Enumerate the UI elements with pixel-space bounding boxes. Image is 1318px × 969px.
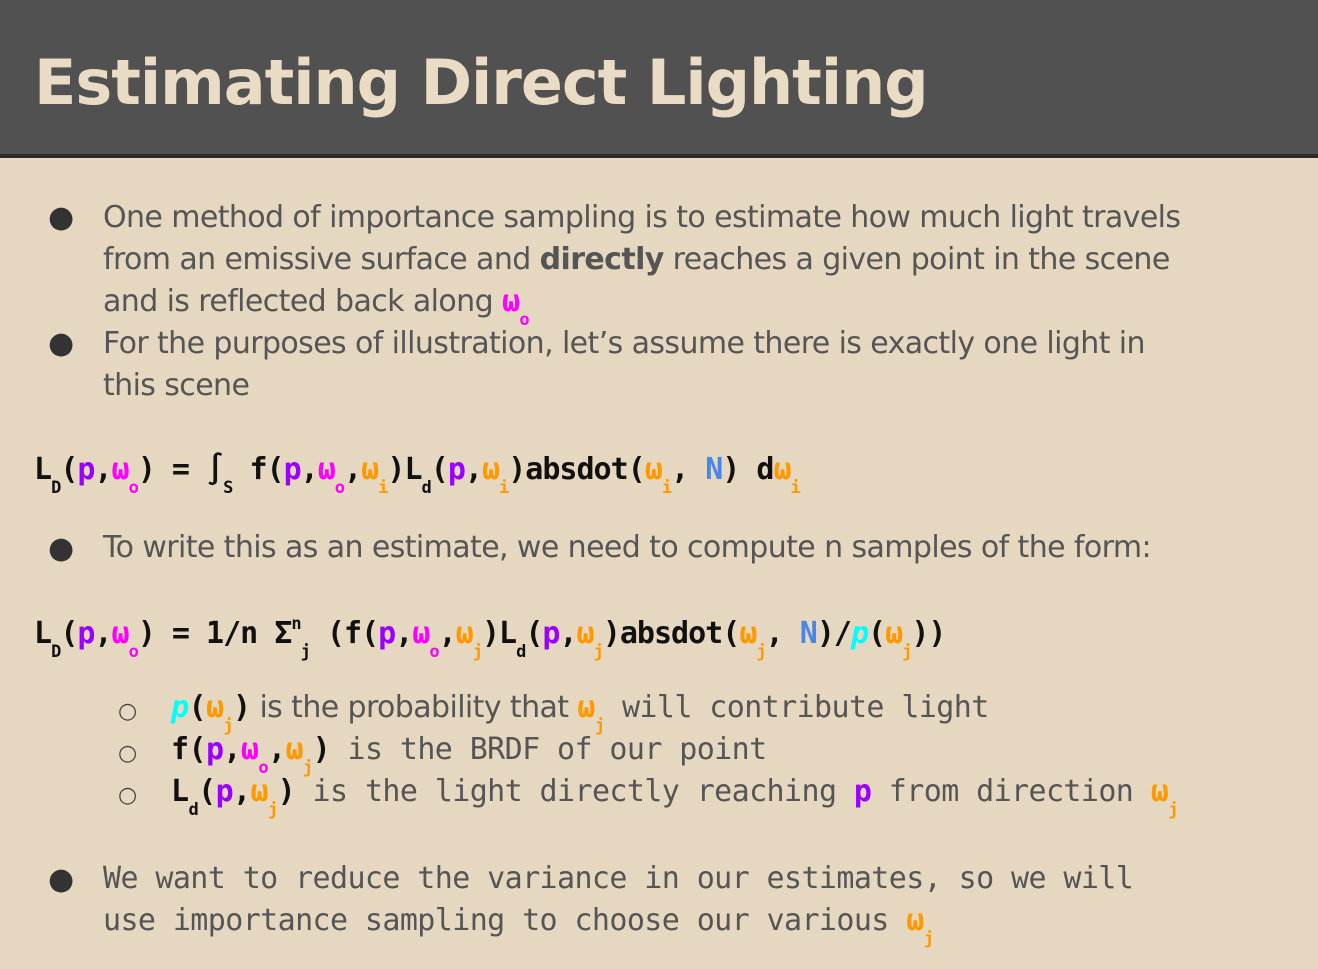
bullet-1-line-3: and is reflected back along ωo <box>103 284 530 330</box>
bullet-1-line-1: One method of importance sampling is to … <box>103 200 1181 235</box>
bullet-2-line-2: this scene <box>103 368 250 403</box>
bullet-3-line-1: To write this as an estimate, we need to… <box>103 530 1152 565</box>
equation-monte-carlo-estimate: LD(p,ωo) = 1/n Σnj (f(p,ωo,ωj)Ld(p,ωj)ab… <box>34 614 946 662</box>
sub-bullet-marker: ○ <box>118 783 138 808</box>
bullet-marker: ● <box>48 531 75 566</box>
bullet-marker: ● <box>48 200 75 235</box>
bullet-4-line-1: We want to reduce the variance in our es… <box>103 861 1134 896</box>
bullet-2-line-1: For the purposes of illustration, let’s … <box>103 326 1146 361</box>
sub-bullet-marker: ○ <box>118 741 138 766</box>
bullet-4-line-2: use importance sampling to choose our va… <box>103 903 934 949</box>
sub-bullet-1: p(ωj) is the probability that ωj will co… <box>171 690 989 736</box>
bullet-marker: ● <box>48 326 75 361</box>
sub-bullet-3: Ld(p,ωj) is the light directly reaching … <box>171 774 1178 820</box>
sub-bullet-2: f(p,ωo,ωj) is the BRDF of our point <box>171 732 767 778</box>
equation-direct-lighting-integral: LD(p,ωo) = ∫S f(p,ωo,ωi)Ld(p,ωi)absdot(ω… <box>34 452 801 498</box>
bullet-marker: ● <box>48 862 75 897</box>
sub-bullet-marker: ○ <box>118 699 138 724</box>
emphasis-directly: directly <box>539 242 665 277</box>
slide-title: Estimating Direct Lighting <box>34 46 929 119</box>
slide-header: Estimating Direct Lighting <box>0 0 1318 158</box>
bullet-1-line-2: from an emissive surface and directly re… <box>103 242 1170 277</box>
